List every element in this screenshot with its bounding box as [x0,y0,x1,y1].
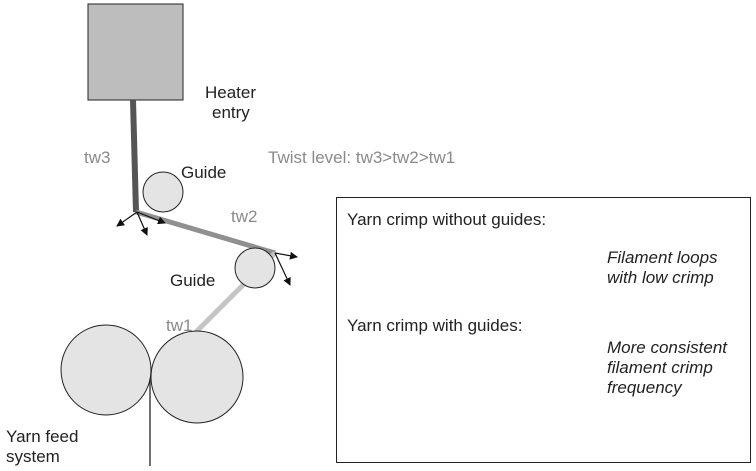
twist-level-label: Twist level: tw3>tw2>tw1 [268,148,456,167]
tw1-label: tw1 [166,316,193,335]
force-arrows-lower [274,251,298,286]
heater-entry-line-1: Heater [205,83,257,102]
heater-box [87,3,184,101]
heater-entry-line-2: entry [212,103,250,122]
tw3-label: tw3 [84,148,111,167]
with-note-line-1: More consistent [607,338,727,357]
with-note-line-2: filament crimp [607,358,713,377]
yarn-feed-line-2: system [6,447,60,466]
force-arrows-upper [116,211,166,236]
feed-roller-right [150,330,244,424]
without-note-line-2: with low crimp [607,268,714,287]
with-guides-note: More consistent filament crimp frequency [607,338,727,398]
without-note-line-1: Filament loops [607,248,718,267]
lower-guide-label: Guide [170,271,216,290]
feed-roller-left [60,324,152,416]
without-guides-note: Filament loops with low crimp [607,248,718,288]
lower-guide [234,247,276,289]
yarn-feed-line-1: Yarn feed [6,427,79,446]
heater-entry-label: Heater entry [205,83,256,123]
without-guides-title: Yarn crimp without guides: [347,210,547,229]
upper-guide [142,171,184,213]
with-note-line-3: frequency [607,378,682,397]
with-guides-title: Yarn crimp with guides: [347,316,523,335]
upper-guide-label: Guide [181,163,227,182]
yarn-feed-label: Yarn feed system [6,427,78,467]
tw2-label: tw2 [231,207,258,226]
yarn-segment-tw3 [130,99,139,213]
crimp-comparison-inset: Yarn crimp without guides: Filament loop… [336,197,751,463]
